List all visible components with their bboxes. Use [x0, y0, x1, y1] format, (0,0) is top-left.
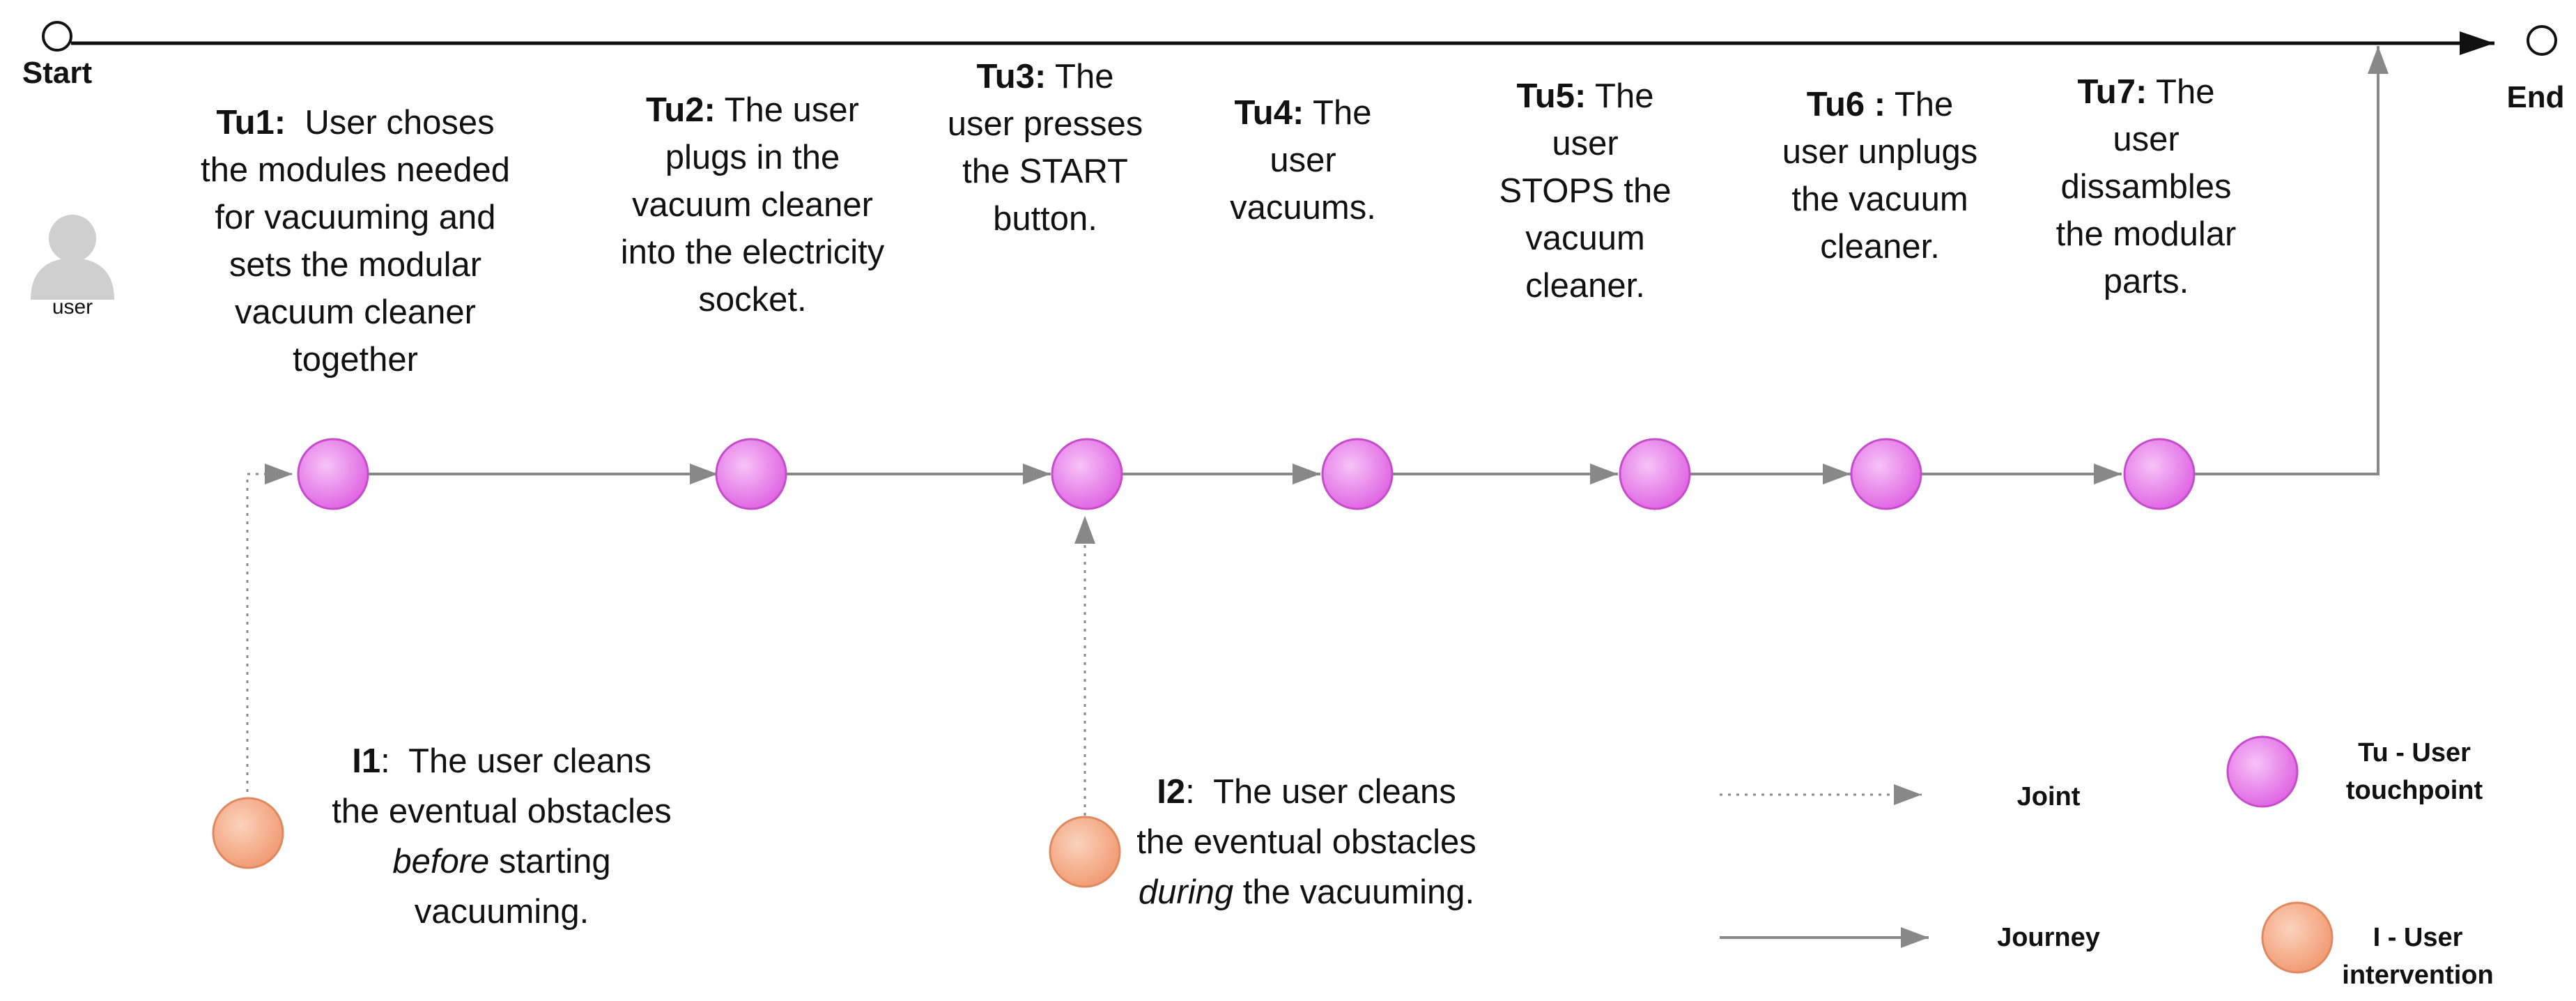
touchpoint-label-tu2: Tu2: The user plugs in the vacuum cleane…	[620, 91, 885, 319]
touchpoint-node-tu7	[2123, 438, 2196, 510]
touchpoint-node-tu5	[1619, 438, 1691, 510]
legend-journey-label: Journey	[1997, 923, 2100, 952]
touchpoint-node-tu6	[1850, 438, 1922, 510]
touchpoint-node-tu4	[1321, 438, 1394, 510]
legend-intervention-node	[2261, 901, 2334, 974]
joint-lines	[246, 464, 1095, 816]
intervention-label-i1: I1: The user cleans the eventual obstacl…	[332, 742, 672, 931]
journey-line	[333, 46, 2389, 484]
touchpoint-label-tu4: Tu4: The user vacuums.	[1230, 94, 1376, 227]
touchpoint-node-tu3	[1051, 438, 1123, 510]
legend-intervention-label: I - User intervention	[2342, 923, 2494, 990]
user-caption: user	[52, 296, 93, 319]
legend-touchpoint-node	[2226, 735, 2299, 808]
touchpoint-label-tu1: Tu1: User choses the modules needed for …	[200, 104, 511, 379]
intervention-node-i1	[212, 797, 284, 869]
touchpoint-label-tu6: Tu6 : The user unplugs the vacuum cleane…	[1782, 86, 1978, 266]
touchpoint-label-tu3: Tu3: The user presses the START button.	[947, 58, 1143, 238]
start-node	[42, 21, 72, 52]
start-label: Start	[22, 56, 93, 90]
user-icon	[31, 215, 114, 300]
touchpoint-nodes	[297, 438, 2196, 510]
legend-touchpoint-label: Tu - User touchpoint	[2345, 738, 2483, 805]
intervention-nodes	[212, 797, 1121, 888]
intervention-node-i2	[1049, 816, 1121, 888]
touchpoint-node-tu2	[715, 438, 787, 510]
intervention-label-i2: I2: The user cleans the eventual obstacl…	[1136, 773, 1476, 911]
touchpoint-node-tu1	[297, 438, 369, 510]
legend-joint-label: Joint	[2016, 782, 2081, 811]
touchpoint-label-tu7: Tu7: The user dissambles the modular par…	[2056, 73, 2237, 300]
end-node	[2527, 25, 2557, 56]
touchpoint-label-tu5: Tu5: The user STOPS the vacuum cleaner.	[1499, 77, 1672, 305]
end-label: End	[2506, 80, 2565, 114]
